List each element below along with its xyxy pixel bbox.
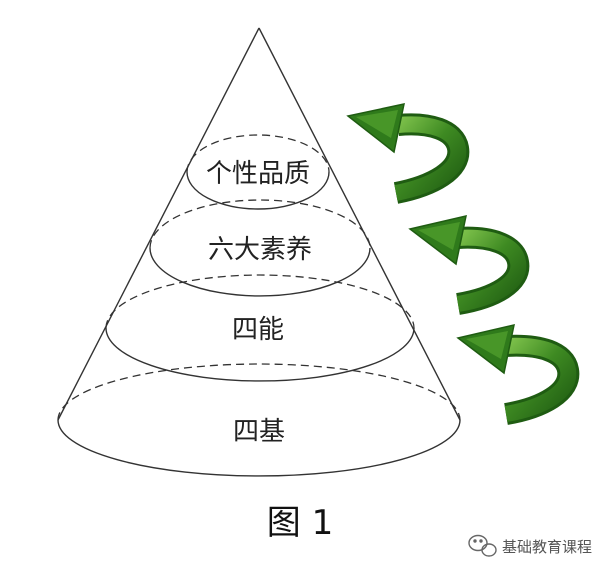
curved-arrow-icon — [408, 215, 530, 315]
cone-outline — [57, 27, 461, 421]
figure-caption: 图 1 — [267, 503, 333, 543]
layer-four-abilities: 四能 — [105, 274, 415, 382]
layer-personal-qualities: 个性品质 — [186, 134, 330, 210]
wechat-icon — [468, 534, 497, 557]
layer-label: 六大素养 — [208, 235, 312, 265]
curved-arrow-icon — [456, 324, 580, 425]
layer-label: 四能 — [232, 315, 284, 345]
watermark: 基础教育课程 — [468, 534, 592, 557]
watermark-text: 基础教育课程 — [502, 538, 592, 556]
layer-label: 四基 — [233, 417, 285, 447]
layer-four-basics: 四基 — [57, 363, 461, 477]
layer-label: 个性品质 — [206, 159, 310, 189]
curved-arrow-icon — [346, 103, 470, 204]
layer-six-literacies: 六大素养 — [149, 199, 371, 297]
